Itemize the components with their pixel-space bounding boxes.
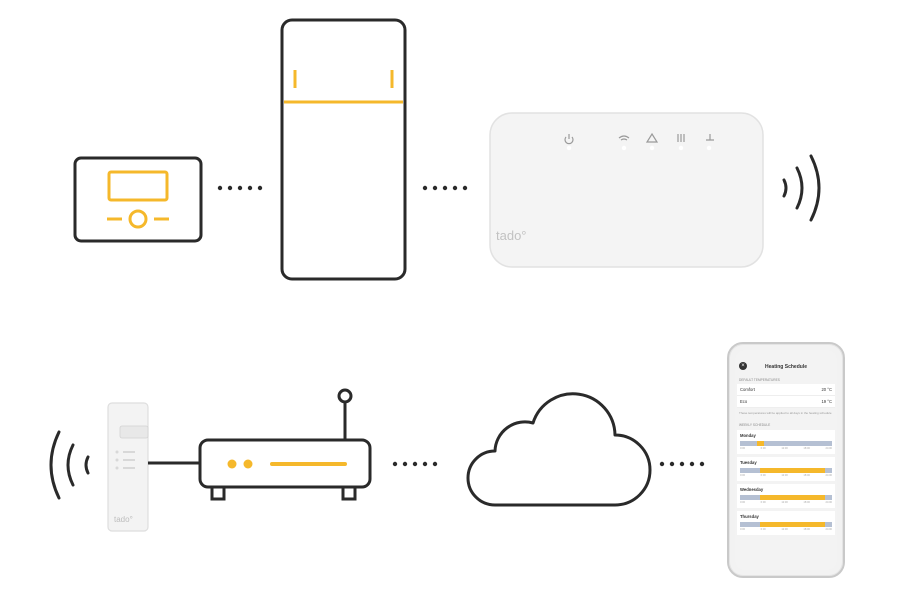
temp-label: Comfort bbox=[740, 387, 755, 392]
comfort-block bbox=[760, 495, 825, 500]
time-tick: 12:00 bbox=[781, 474, 788, 477]
schedule-day-3[interactable]: Thursday 0:00 6:00 12:00 18:00 24:00 bbox=[737, 511, 835, 535]
time-tick: 12:00 bbox=[781, 447, 788, 450]
close-icon[interactable]: × bbox=[739, 362, 747, 370]
temp-value: 20 °C bbox=[821, 387, 832, 392]
time-ticks: 0:00 6:00 12:00 18:00 24:00 bbox=[740, 528, 832, 531]
temp-row-eco[interactable]: Eco 19 °C bbox=[737, 396, 835, 408]
temp-row-comfort[interactable]: Comfort 20 °C bbox=[737, 384, 835, 396]
section-default-temperatures: DEFAULT TEMPERATURES bbox=[739, 378, 780, 382]
bridge-logo: tado° bbox=[114, 515, 133, 524]
temperature-note: These temperatures will be applied to al… bbox=[739, 411, 832, 415]
time-tick: 18:00 bbox=[803, 474, 810, 477]
hub-device: tado° bbox=[489, 112, 764, 268]
internet-bridge-device: tado° bbox=[107, 402, 149, 532]
schedule-day-2[interactable]: Wednesday 0:00 6:00 12:00 18:00 24:00 bbox=[737, 484, 835, 508]
day-name: Thursday bbox=[740, 514, 759, 519]
comfort-block bbox=[756, 441, 764, 446]
time-tick: 12:00 bbox=[781, 501, 788, 504]
boiler-icon bbox=[280, 18, 407, 281]
time-tick: 0:00 bbox=[740, 474, 746, 477]
warning-icon bbox=[645, 132, 659, 143]
heat-icon bbox=[677, 134, 685, 142]
time-ticks: 0:00 6:00 12:00 18:00 24:00 bbox=[740, 474, 832, 477]
schedule-day-0[interactable]: Monday 0:00 6:00 12:00 18:00 24:00 bbox=[737, 430, 835, 454]
time-tick: 24:00 bbox=[825, 447, 833, 450]
antenna-icon bbox=[706, 134, 714, 141]
day-name: Monday bbox=[740, 433, 756, 438]
app-screen: × Heating Schedule DEFAULT TEMPERATURES … bbox=[735, 350, 837, 570]
schedule-bar bbox=[740, 522, 832, 527]
time-tick: 18:00 bbox=[803, 501, 810, 504]
time-tick: 0:00 bbox=[740, 501, 746, 504]
cloud-icon bbox=[466, 392, 652, 507]
schedule-bar bbox=[740, 468, 832, 473]
time-tick: 0:00 bbox=[740, 528, 746, 531]
day-name: Wednesday bbox=[740, 487, 764, 492]
time-tick: 24:00 bbox=[825, 501, 833, 504]
time-tick: 24:00 bbox=[825, 474, 833, 477]
smartphone: × Heating Schedule DEFAULT TEMPERATURES … bbox=[727, 342, 845, 578]
time-ticks: 0:00 6:00 12:00 18:00 24:00 bbox=[740, 447, 832, 450]
screen-title: Heating Schedule bbox=[765, 364, 807, 370]
time-tick: 6:00 bbox=[760, 447, 766, 450]
time-tick: 18:00 bbox=[803, 528, 810, 531]
dotted-connector-4 bbox=[659, 461, 705, 467]
wifi-icon bbox=[618, 135, 630, 141]
comfort-block bbox=[760, 522, 825, 527]
hub-logo: tado° bbox=[496, 228, 527, 243]
time-tick: 6:00 bbox=[760, 501, 766, 504]
wireless-signal-icon bbox=[782, 154, 821, 222]
day-name: Tuesday bbox=[740, 460, 757, 465]
time-tick: 18:00 bbox=[803, 447, 810, 450]
router-icon bbox=[198, 388, 372, 501]
temp-label: Eco bbox=[740, 399, 748, 404]
section-weekly-schedule: WEEKLY SCHEDULE bbox=[739, 423, 771, 427]
schedule-bar bbox=[740, 495, 832, 500]
time-tick: 0:00 bbox=[740, 447, 746, 450]
dotted-connector-2 bbox=[422, 185, 468, 191]
time-tick: 24:00 bbox=[825, 528, 833, 531]
dotted-connector-3 bbox=[392, 461, 438, 467]
power-icon bbox=[564, 134, 574, 145]
comfort-block bbox=[760, 468, 825, 473]
time-tick: 6:00 bbox=[760, 474, 766, 477]
schedule-bar bbox=[740, 441, 832, 446]
time-tick: 12:00 bbox=[781, 528, 788, 531]
time-ticks: 0:00 6:00 12:00 18:00 24:00 bbox=[740, 501, 832, 504]
temp-value: 19 °C bbox=[821, 399, 832, 404]
time-tick: 6:00 bbox=[760, 528, 766, 531]
schedule-day-1[interactable]: Tuesday 0:00 6:00 12:00 18:00 24:00 bbox=[737, 457, 835, 481]
thermostat-icon bbox=[73, 156, 203, 243]
wireless-signal-left-icon bbox=[49, 430, 90, 500]
dotted-connector-1 bbox=[217, 185, 263, 191]
